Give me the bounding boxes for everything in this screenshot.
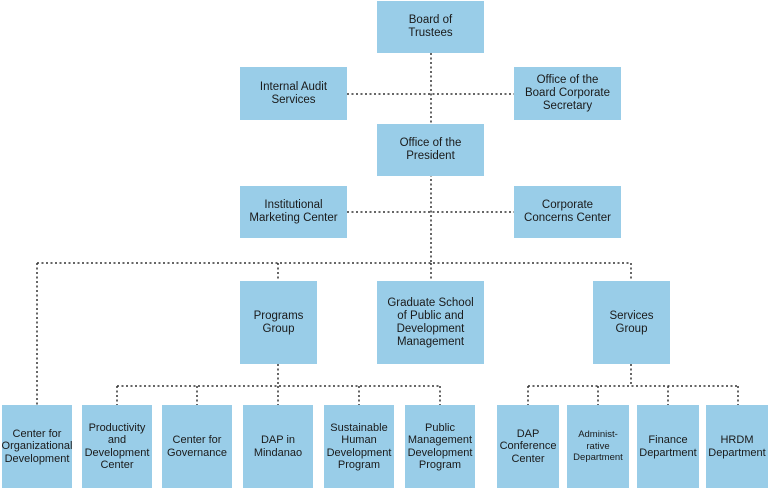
hrdm-label: HRDM Department: [708, 434, 766, 459]
corporate-concerns-box: Corporate Concerns Center: [514, 186, 621, 238]
administrative-box: Administ- rative Department: [567, 405, 629, 488]
corporate-concerns-label: Corporate Concerns Center: [524, 199, 611, 224]
internal-audit-label: Internal Audit Services: [259, 80, 328, 106]
services-group-label: Services Group: [609, 309, 654, 335]
productivity-box: Productivity and Development Center: [82, 405, 152, 488]
office-of-the-president-label: Office of the President: [399, 137, 462, 162]
corporate-secretary-box: Office of the Board Corporate Secretary: [514, 67, 621, 120]
board-of-trustees-box: Board of Trustees: [377, 1, 484, 53]
public-management-label: Public Management Development Program: [407, 421, 473, 472]
programs-group-box: Programs Group: [240, 281, 317, 364]
governance-box: Center for Governance: [162, 405, 232, 488]
services-group-box: Services Group: [593, 281, 670, 364]
mindanao-box: DAP in Mindanao: [243, 405, 313, 488]
finance-box: Finance Department: [637, 405, 699, 488]
institutional-marketing-box: Institutional Marketing Center: [240, 186, 347, 238]
public-management-box: Public Management Development Program: [405, 405, 475, 488]
administrative-label: Administ- rative Department: [573, 429, 623, 464]
graduate-school-label: Graduate School of Public and Developmen…: [387, 296, 474, 348]
graduate-school-box: Graduate School of Public and Developmen…: [377, 281, 484, 364]
org-development-label: Center for Organizational Development: [1, 427, 73, 465]
sustainable-human-label: Sustainable Human Development Program: [326, 421, 392, 472]
programs-group-label: Programs Group: [253, 309, 304, 335]
office-of-the-president-box: Office of the President: [377, 124, 484, 176]
governance-label: Center for Governance: [167, 434, 227, 459]
corporate-secretary-label: Office of the Board Corporate Secretary: [524, 74, 611, 112]
hrdm-box: HRDM Department: [706, 405, 768, 488]
org-development-box: Center for Organizational Development: [2, 405, 72, 488]
institutional-marketing-label: Institutional Marketing Center: [249, 199, 338, 224]
mindanao-label: DAP in Mindanao: [253, 434, 303, 459]
internal-audit-box: Internal Audit Services: [240, 67, 347, 120]
conference-center-label: DAP Conference Center: [499, 427, 557, 465]
finance-label: Finance Department: [639, 434, 697, 459]
conference-center-box: DAP Conference Center: [497, 405, 559, 488]
sustainable-human-box: Sustainable Human Development Program: [324, 405, 394, 488]
board-of-trustees-label: Board of Trustees: [408, 14, 453, 39]
productivity-label: Productivity and Development Center: [84, 421, 150, 472]
